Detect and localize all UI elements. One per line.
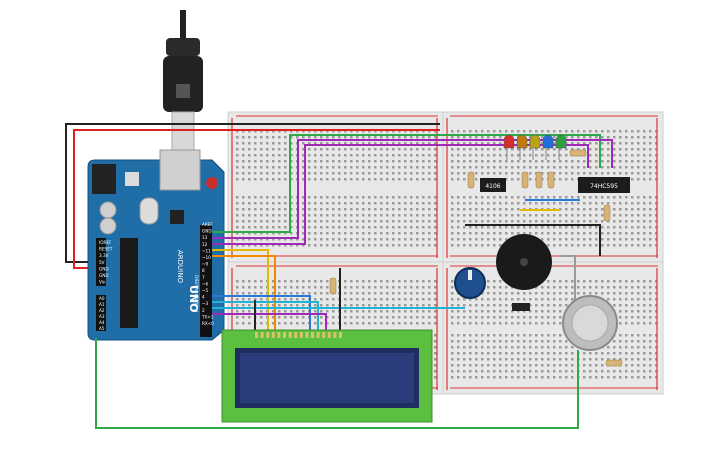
lcd-pin xyxy=(288,332,292,338)
resistor xyxy=(569,149,587,157)
pin-label: ~9 xyxy=(202,262,209,267)
arduino-brand-label: ARDUINO xyxy=(176,250,184,283)
led xyxy=(555,134,567,149)
pin-label: AREF xyxy=(202,222,213,227)
pin-label: GND xyxy=(99,273,109,278)
lcd-pin xyxy=(266,332,270,338)
wires xyxy=(65,123,613,429)
pin-label: ~3 xyxy=(202,301,209,306)
led xyxy=(516,134,528,149)
ic-right-label: 74HC595 xyxy=(590,183,618,190)
arduino-model-label: UNO xyxy=(187,285,200,313)
pin-label: RX<0 xyxy=(202,321,214,326)
led-row xyxy=(503,134,567,160)
lcd-pin xyxy=(260,332,264,338)
pin-label: A1 xyxy=(99,302,105,307)
ic-right: 74HC595 xyxy=(578,177,630,193)
resistor xyxy=(605,359,623,367)
pin-label: 4 xyxy=(202,295,205,300)
atmega-chip xyxy=(120,238,138,328)
lcd-pin xyxy=(322,332,326,338)
power-jack xyxy=(92,164,116,194)
pin-label: ~10 xyxy=(202,255,211,260)
ic-left-label: 4106 xyxy=(485,183,500,190)
pin-label: ~5 xyxy=(202,288,209,293)
resistor xyxy=(521,171,529,189)
lcd-pin xyxy=(271,332,275,338)
lcd-pin xyxy=(294,332,298,338)
pin-label: 8 xyxy=(202,268,205,273)
lcd-pin xyxy=(305,332,309,338)
led xyxy=(542,134,554,149)
gas-sensor xyxy=(562,295,618,351)
pin-label: A4 xyxy=(99,320,105,325)
pin-label: GND xyxy=(99,266,109,271)
lcd-pin xyxy=(255,332,258,338)
lcd-pin xyxy=(299,332,303,338)
led xyxy=(529,134,541,149)
lcd-display xyxy=(221,329,433,423)
pin-label: 12 xyxy=(202,242,208,247)
diode xyxy=(512,303,530,311)
pin-label: A2 xyxy=(99,308,105,313)
pin-label: A3 xyxy=(99,314,105,319)
resistor xyxy=(547,171,555,189)
lcd-pin xyxy=(277,332,281,338)
arduino-uno-board[interactable]: UNO ARDUINO DIGITAL (PWM~) AREFGND1312~1… xyxy=(87,149,225,341)
pin-label: 2 xyxy=(202,308,205,313)
resistor xyxy=(603,204,611,222)
lcd-pin xyxy=(283,332,286,338)
pin-label: A0 xyxy=(99,296,105,301)
resistor xyxy=(535,171,543,189)
lcd-pin xyxy=(327,332,331,338)
pin-label: Vin xyxy=(99,280,106,285)
lcd-pins xyxy=(255,332,342,338)
pin-label: 3.3V xyxy=(99,253,109,258)
lcd-pin xyxy=(316,332,320,338)
pin-label: 13 xyxy=(202,235,208,240)
pin-label: 5V xyxy=(99,260,105,265)
resistor xyxy=(467,171,475,189)
ic-left: 4106 xyxy=(480,178,506,192)
pin-label: GND xyxy=(202,229,212,234)
lcd-pin xyxy=(311,332,314,338)
pin-label: IOREF xyxy=(99,240,112,245)
reset-button[interactable] xyxy=(206,177,218,189)
lcd-pin xyxy=(339,332,342,338)
pin-label: 7 xyxy=(202,275,205,280)
pin-label: TX>1 xyxy=(201,314,214,319)
pin-label: ~6 xyxy=(202,281,209,286)
piezo-buzzer xyxy=(496,234,552,290)
usb-cable xyxy=(163,10,203,155)
potentiometer[interactable] xyxy=(454,267,486,299)
pin-label: A5 xyxy=(99,326,105,331)
led xyxy=(503,134,515,149)
resistors xyxy=(329,149,623,367)
resistor xyxy=(329,277,337,295)
usb-port xyxy=(159,149,201,191)
digital-pwm-label: DIGITAL (PWM~) xyxy=(193,275,199,313)
pin-label: ~11 xyxy=(202,248,211,253)
pin-label: RESET xyxy=(99,247,113,252)
lcd-pin xyxy=(333,332,337,338)
